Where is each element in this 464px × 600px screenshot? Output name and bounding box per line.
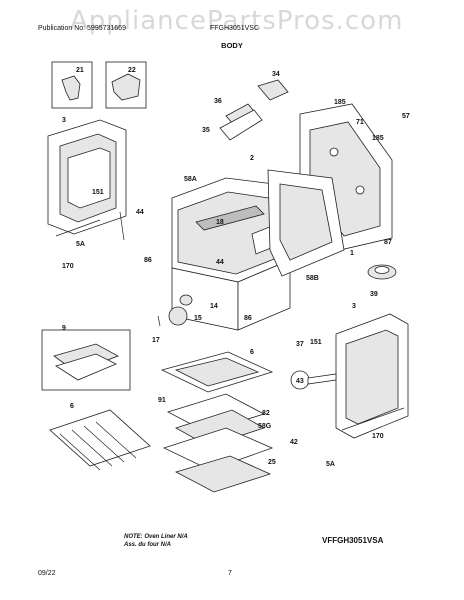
callout: 42 [290,439,298,446]
callout: 1 [350,250,354,257]
callout: 3 [352,303,356,310]
callout: 58G [258,423,272,430]
callout: 21 [76,67,84,74]
oven-body [171,177,291,331]
callout: 58A [184,176,197,183]
callout: 25 [268,459,276,466]
callout: 71 [356,119,364,126]
callout: 5A [326,461,335,468]
note-line-2: Ass. du four N/A [124,542,172,548]
callout: 170 [62,263,74,270]
callout: 86 [244,315,252,322]
callout: 91 [158,397,166,404]
diagram-code: VFFGH3051VSA [322,536,384,545]
callout: 35 [202,127,210,134]
model-number: FFGH3051VSC [210,25,260,32]
callout: 17 [152,337,160,344]
note-line-1: NOTE: Oven Liner N/A [124,534,188,540]
callout: 2 [250,155,254,162]
oven-bottom-stack [160,351,274,493]
publication-number: Publication No: 5995731669 [38,25,126,32]
callout: 37 [296,341,304,348]
broiler-pan-box [41,329,131,391]
callout: 39 [370,291,378,298]
watermark: AppliancePartsPros.com [70,6,404,36]
callout: 43 [296,378,304,385]
callout: 151 [92,189,104,196]
callout: 18 [216,219,224,226]
small-parts [157,294,193,327]
oven-rack-left [49,409,151,471]
callout: 3 [62,117,66,124]
callout: 36 [214,98,222,105]
part-22-box [105,61,147,109]
part-21-box [51,61,93,109]
callout: 9 [62,325,66,332]
callout: 87 [384,239,392,246]
callout: 34 [272,71,280,78]
callout: 151 [310,339,322,346]
callout: 44 [216,259,224,266]
callout: 6 [250,349,254,356]
callout: 58B [306,275,319,282]
side-panel [267,169,345,277]
callout: 14 [210,303,218,310]
callout: 6 [70,403,74,410]
callout: 57 [402,113,410,120]
callout: 22 [128,67,136,74]
callout: 185 [334,99,346,106]
callout: 86 [144,257,152,264]
footer-date: 09/22 [38,570,56,577]
note: NOTE: Oven Liner N/A Ass. du four N/A [124,533,188,549]
callout: 170 [372,433,384,440]
bolt [290,370,337,390]
callout: 82 [262,410,270,417]
burner [367,264,397,280]
callout-labels: 21 22 34 36 185 57 71 185 3 35 2 151 58A… [62,67,410,468]
page-number: 7 [228,570,232,577]
section-title: BODY [221,41,243,50]
right-door-assembly [335,313,409,439]
callout: 44 [136,209,144,216]
vent-parts [219,79,289,141]
callout: 15 [194,315,202,322]
left-door-assembly [47,119,127,241]
callout: 185 [372,135,384,142]
callout: 5A [76,241,85,248]
